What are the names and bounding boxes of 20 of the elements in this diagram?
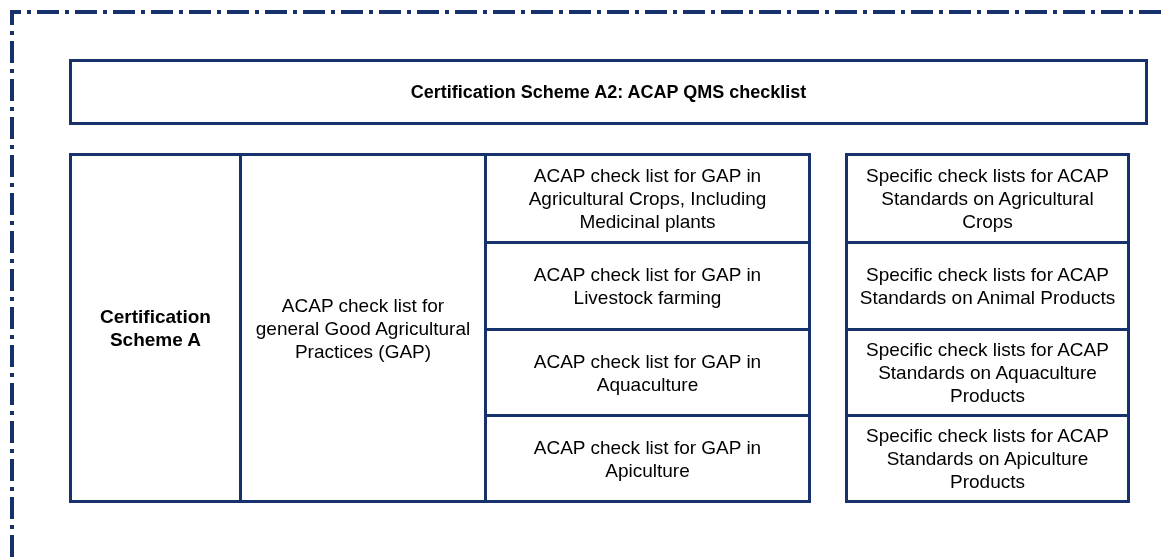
cell-text: Specific check lists for ACAP Standards on Apiculture Products bbox=[865, 424, 1110, 493]
cell-text: Certification Scheme A bbox=[99, 305, 212, 351]
cell-text: ACAP check list for GAP in Apiculture bbox=[532, 435, 763, 482]
cell-text: Specific check lists for ACAP Standards on Animal Products bbox=[858, 263, 1117, 309]
title-box bbox=[69, 59, 1148, 125]
cell-text: ACAP check list for GAP in Livestock farming bbox=[532, 263, 763, 309]
scheme-box bbox=[69, 153, 242, 503]
cell-text: ACAP check list for GAP in Aquaculture bbox=[532, 349, 763, 396]
checklist-box bbox=[239, 153, 487, 503]
checklist-box bbox=[845, 414, 1130, 503]
checklist-box bbox=[484, 414, 811, 503]
checklist-box bbox=[484, 153, 811, 244]
title-text: Certification Scheme A2: ACAP QMS checklist bbox=[410, 80, 807, 104]
checklist-box bbox=[845, 241, 1130, 331]
cell-text: Specific check lists for ACAP Standards on Agricultural Crops bbox=[865, 164, 1110, 233]
cell-text: Specific check lists for ACAP Standards on Aquaculture Products bbox=[865, 338, 1110, 407]
cell-text: ACAP check list for GAP in Agricultural Crops, Including Medicinal plants bbox=[527, 164, 768, 233]
checklist-box bbox=[845, 328, 1130, 417]
checklist-box bbox=[845, 153, 1130, 244]
cell-text: ACAP check list for general Good Agricultural Practices (GAP) bbox=[254, 293, 472, 363]
